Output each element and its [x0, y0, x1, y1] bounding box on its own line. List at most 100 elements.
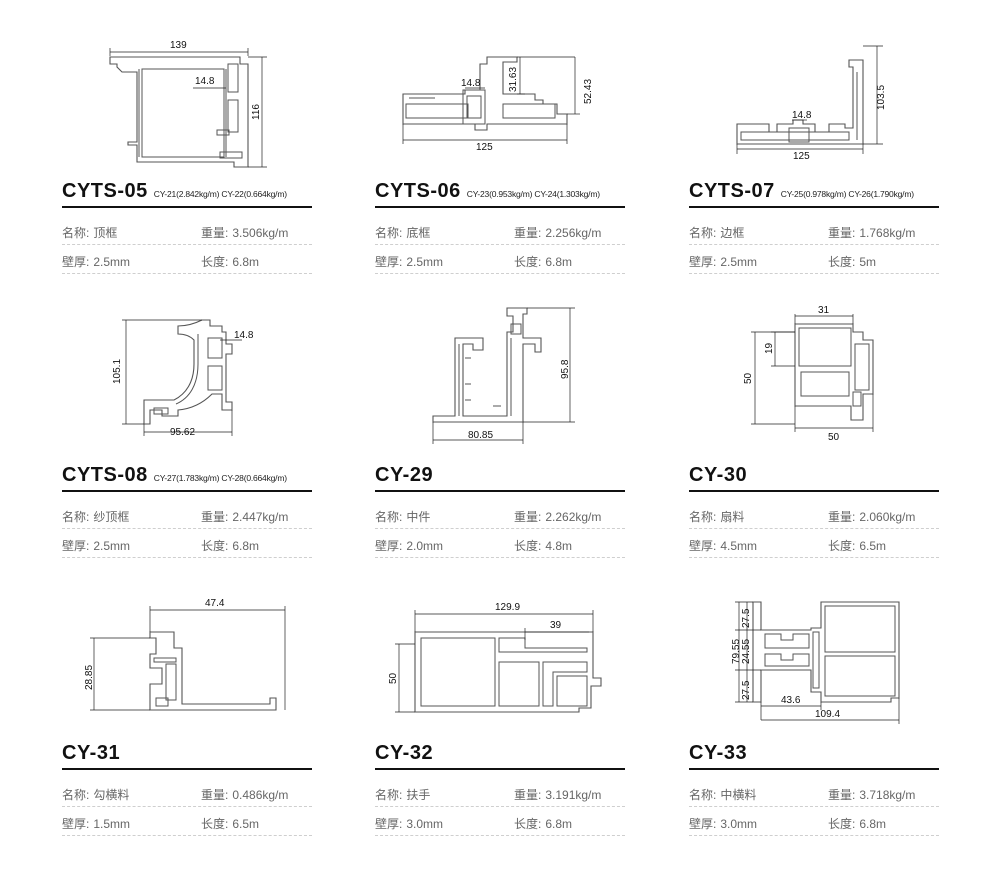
product-subtitle: CY-25(0.978kg/m) CY-26(1.790kg/m): [780, 189, 914, 199]
spec-thickness: 壁厚:2.5mm: [62, 255, 131, 269]
dim-inner-gap: 14.8: [195, 76, 215, 87]
profile-outline: [414, 631, 602, 713]
product-title-row: CYTS-06 CY-23(0.953kg/m) CY-24(1.303kg/m…: [375, 180, 625, 208]
spec-row-name-weight: 名称:纱顶框 重量:2.447kg/m: [62, 500, 312, 529]
spec-row-thickness-length: 壁厚:2.5mm 长度:6.8m: [62, 245, 312, 274]
dim-inner-width: 43.6: [781, 695, 801, 706]
spec-thickness: 壁厚:3.0mm: [689, 817, 758, 831]
dim-inner-gap: 14.8: [234, 330, 254, 341]
dim-top: 27.5: [741, 608, 752, 628]
spec-weight: 重量:3.718kg/m: [828, 788, 916, 802]
profile-drawing-cyts-06: 31.63 52.43 14.8 125: [375, 32, 625, 162]
spec-weight: 重量:2.447kg/m: [201, 510, 289, 524]
profile-outline: [432, 307, 542, 423]
dim-width: 125: [476, 142, 493, 153]
dimension-lines: [122, 319, 242, 436]
dim-height: 50: [388, 672, 399, 684]
profile-outline: [794, 323, 874, 421]
product-title-row: CY-31: [62, 742, 312, 770]
spec-weight: 重量:2.060kg/m: [828, 510, 916, 524]
dim-height: 50: [743, 372, 754, 384]
spec-row-thickness-length: 壁厚:2.0mm 长度:4.8m: [375, 529, 625, 558]
dim-top-height: 19: [764, 342, 775, 354]
dim-width: 95.62: [170, 427, 195, 438]
dimension-lines: [735, 601, 900, 724]
dimension-lines: [402, 56, 580, 144]
dim-inner-width: 39: [550, 620, 562, 631]
profile-drawing-cyts-08: 14.8 105.1 95.62: [62, 304, 312, 438]
spec-row-thickness-length: 壁厚:3.0mm 长度:6.8m: [375, 807, 625, 836]
spec-thickness: 壁厚:2.0mm: [375, 539, 444, 553]
spec-weight: 重量:0.486kg/m: [201, 788, 289, 802]
profile-outline: [752, 601, 900, 703]
spec-weight: 重量:3.506kg/m: [201, 226, 289, 240]
spec-row-name-weight: 名称:底框 重量:2.256kg/m: [375, 216, 625, 245]
spec-name: 名称:扶手: [375, 788, 431, 802]
profile-drawing-cy-33: 27.5 79.55 24.55 27.5 43.6 109.4: [689, 592, 939, 724]
profile-outline: [402, 56, 568, 131]
spec-row-thickness-length: 壁厚:2.5mm 长度:6.8m: [375, 245, 625, 274]
dim-height: 95.8: [560, 359, 571, 379]
profile-outline: [109, 56, 249, 168]
spec-row-name-weight: 名称:扇料 重量:2.060kg/m: [689, 500, 939, 529]
spec-name: 名称:中横料: [689, 788, 757, 802]
spec-row-name-weight: 名称:扶手 重量:3.191kg/m: [375, 778, 625, 807]
profile-outline: [143, 319, 233, 425]
spec-row-name-weight: 名称:中横料 重量:3.718kg/m: [689, 778, 939, 807]
dim-inner-gap: 14.8: [792, 110, 812, 121]
product-code: CYTS-07: [689, 180, 775, 202]
dim-width: 125: [793, 151, 810, 162]
spec-row-name-weight: 名称:中件 重量:2.262kg/m: [375, 500, 625, 529]
product-title-row: CY-29: [375, 464, 625, 492]
product-subtitle: CY-27(1.783kg/m) CY-28(0.664kg/m): [153, 473, 287, 483]
spec-weight: 重量:2.262kg/m: [514, 510, 602, 524]
product-code: CY-32: [375, 742, 434, 764]
dim-height: 116: [251, 104, 262, 120]
product-title-row: CYTS-07 CY-25(0.978kg/m) CY-26(1.790kg/m…: [689, 180, 939, 208]
dimension-lines: [395, 610, 594, 713]
product-code: CYTS-06: [375, 180, 461, 202]
product-subtitle: CY-23(0.953kg/m) CY-24(1.303kg/m): [466, 189, 600, 199]
product-code: CY-33: [689, 742, 748, 764]
dim-width: 109.4: [815, 709, 840, 720]
spec-thickness: 壁厚:2.5mm: [375, 255, 444, 269]
dim-inner-height: 31.63: [508, 67, 519, 92]
spec-length: 长度:6.8m: [201, 255, 260, 269]
product-code: CY-30: [689, 464, 748, 486]
dim-height: 79.55: [731, 639, 742, 664]
spec-thickness: 壁厚:2.5mm: [62, 539, 131, 553]
spec-length: 长度:6.5m: [828, 539, 887, 553]
product-title-row: CY-32: [375, 742, 625, 770]
profile-drawing-cy-29: 95.8 80.85: [375, 304, 625, 444]
product-title-row: CY-33: [689, 742, 939, 770]
product-code: CYTS-08: [62, 464, 148, 486]
dimension-lines: [90, 606, 286, 711]
spec-weight: 重量:2.256kg/m: [514, 226, 602, 240]
dim-height: 28.85: [84, 665, 95, 690]
spec-length: 长度:6.8m: [201, 539, 260, 553]
spec-thickness: 壁厚:3.0mm: [375, 817, 444, 831]
dim-total-height: 52.43: [583, 79, 594, 104]
spec-length: 长度:6.8m: [514, 255, 573, 269]
spec-name: 名称:顶框: [62, 226, 118, 240]
spec-length: 长度:6.8m: [828, 817, 887, 831]
spec-row-thickness-length: 壁厚:2.5mm 长度:5m: [689, 245, 939, 274]
spec-thickness: 壁厚:4.5mm: [689, 539, 758, 553]
spec-weight: 重量:3.191kg/m: [514, 788, 602, 802]
dim-height: 105.1: [112, 359, 123, 384]
spec-length: 长度:5m: [828, 255, 877, 269]
dim-width: 129.9: [495, 602, 520, 613]
spec-length: 长度:6.8m: [514, 817, 573, 831]
dim-width: 139: [170, 40, 187, 51]
product-code: CY-29: [375, 464, 434, 486]
spec-name: 名称:纱顶框: [62, 510, 130, 524]
spec-length: 长度:6.5m: [201, 817, 260, 831]
profile-outline: [736, 59, 864, 145]
dim-width: 80.85: [468, 430, 493, 441]
spec-name: 名称:底框: [375, 226, 431, 240]
profile-drawing-cyts-07: 103.5 14.8 125: [689, 32, 939, 162]
product-code: CYTS-05: [62, 180, 148, 202]
profile-drawing-cy-30: 31 19 50 50: [689, 304, 939, 443]
spec-row-thickness-length: 壁厚:2.5mm 长度:6.8m: [62, 529, 312, 558]
spec-length: 长度:4.8m: [514, 539, 573, 553]
